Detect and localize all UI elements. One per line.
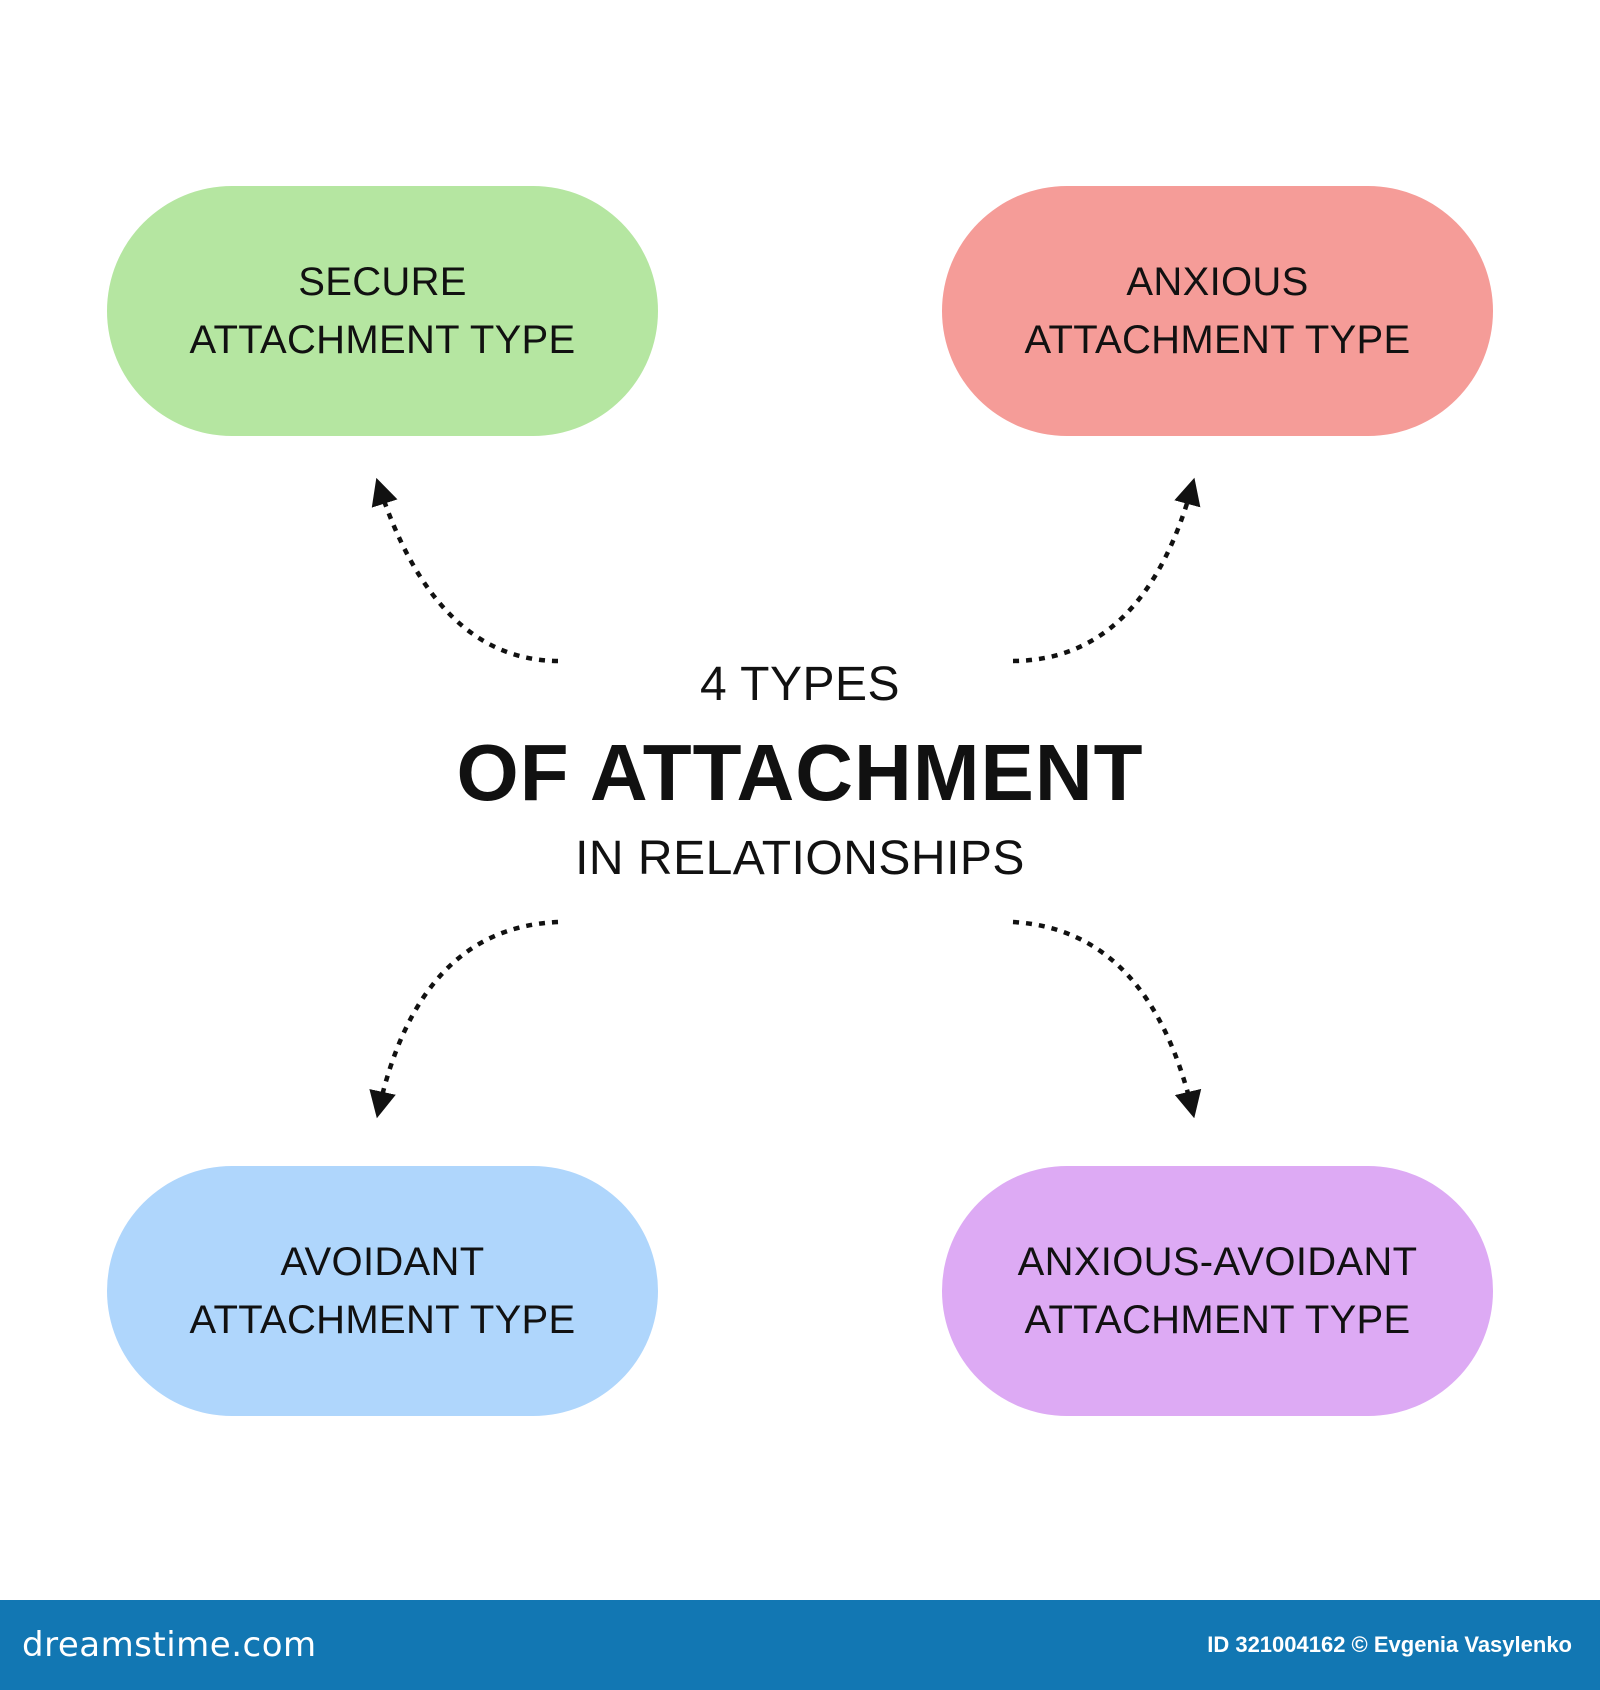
footer-brand-text[interactable]: dreamstime.com [22, 1625, 317, 1665]
footer-credit-text: ID 321004162 © Evgenia Vasylenko [1207, 1632, 1572, 1657]
pill-label-line1: ANXIOUS [1126, 260, 1309, 304]
watermark-footer-bar: dreamstime.com ID 321004162 © Evgenia Va… [0, 1600, 1600, 1690]
title-line-bottom: IN RELATIONSHIPS [575, 832, 1025, 885]
pill-label-line2: ATTACHMENT TYPE [189, 1298, 576, 1342]
pill-label-line2: ATTACHMENT TYPE [189, 318, 576, 362]
central-title: 4 TYPES OF ATTACHMENT IN RELATIONSHIPS [400, 650, 1200, 892]
pill-label-line1: ANXIOUS-AVOIDANT [1017, 1240, 1418, 1284]
anxious-attachment-pill: ANXIOUS ATTACHMENT TYPE [942, 186, 1493, 436]
pill-label-line1: SECURE [298, 260, 467, 304]
title-line-main: OF ATTACHMENT [456, 728, 1144, 817]
arrow-to-secure [371, 477, 559, 664]
secure-attachment-pill: SECURE ATTACHMENT TYPE [107, 186, 658, 436]
arrow-to-anxious [1012, 477, 1201, 664]
connector-arrows [369, 477, 1202, 1119]
title-line-top: 4 TYPES [699, 658, 901, 711]
avoidant-attachment-pill: AVOIDANT ATTACHMENT TYPE [107, 1166, 658, 1416]
pill-label-line2: ATTACHMENT TYPE [1024, 318, 1411, 362]
pill-label-line1: AVOIDANT [280, 1240, 485, 1284]
anxious-avoidant-attachment-pill: ANXIOUS-AVOIDANT ATTACHMENT TYPE [942, 1166, 1493, 1416]
arrow-to-avoidant [369, 919, 559, 1119]
arrow-to-anxious-avoidant [1012, 919, 1202, 1119]
pill-label-line2: ATTACHMENT TYPE [1024, 1298, 1411, 1342]
